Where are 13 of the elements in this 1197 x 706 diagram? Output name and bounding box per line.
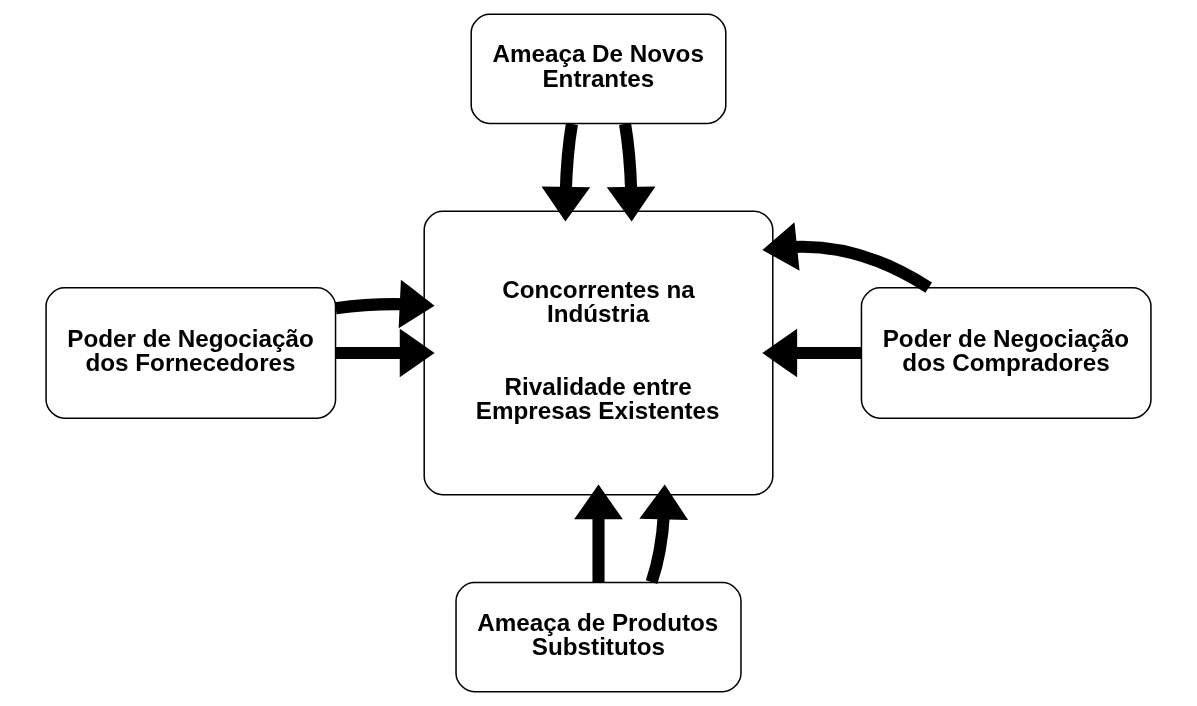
node-box: Ameaça de Produtos Substitutos	[455, 581, 742, 693]
arrow	[606, 122, 656, 222]
arrow	[335, 328, 435, 378]
arrow	[762, 222, 932, 293]
arrow	[334, 279, 435, 329]
node-box: Ameaça De Novos Entrantes	[470, 13, 727, 125]
node-box: Concorrentes na Indústria Rivalidade entre Empresas Existentes	[423, 210, 774, 496]
arrow	[762, 328, 862, 378]
node-box: Poder de Negociação dos Compradores	[860, 287, 1152, 419]
arrow	[639, 484, 689, 584]
node-box: Poder de Negociação dos Fornecedores	[45, 287, 337, 419]
arrow	[574, 484, 623, 583]
arrow	[541, 122, 591, 222]
